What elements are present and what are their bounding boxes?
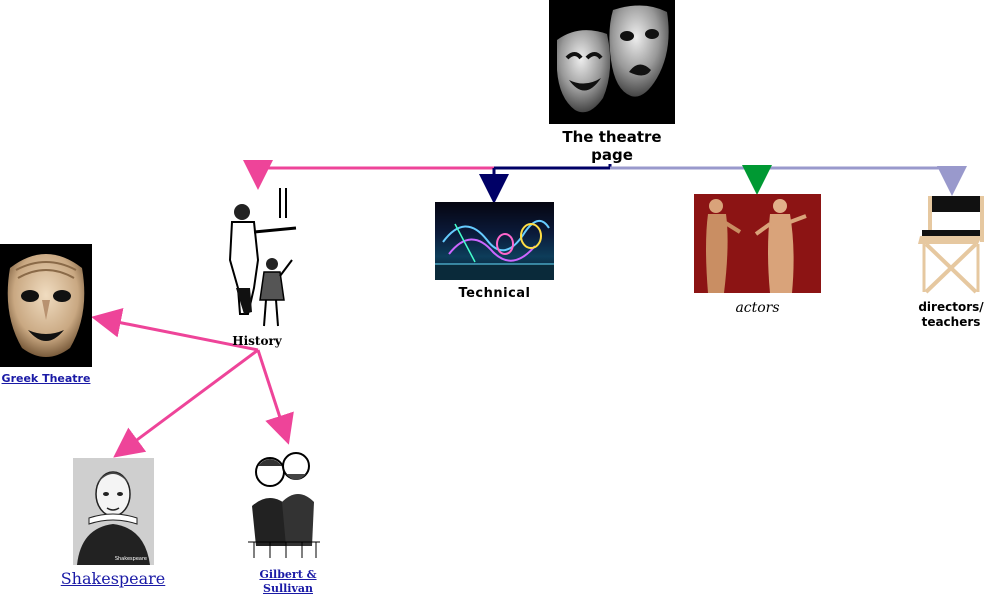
shakespeare-link[interactable]: Shakespeare xyxy=(60,569,166,588)
shakespeare-portrait-icon[interactable]: Shakespeare xyxy=(73,458,154,565)
medieval-performers-icon[interactable] xyxy=(214,188,300,330)
history-node[interactable]: History xyxy=(212,188,302,353)
actor-statues-icon[interactable] xyxy=(694,194,821,293)
stage-lights-icon[interactable] xyxy=(435,202,554,280)
gilbert-sullivan-link-line1[interactable]: Gilbert & xyxy=(259,568,317,581)
directors-node[interactable]: directors/ teachers xyxy=(912,196,992,336)
root-title-line1: The theatre xyxy=(562,128,662,146)
gilbert-sullivan-link-line2[interactable]: Sullivan xyxy=(263,582,313,595)
greek-theatre-link[interactable]: Greek Theatre xyxy=(1,372,91,385)
shakespeare-portrait-caption: Shakespeare xyxy=(115,556,147,562)
line-to-greek-theatre xyxy=(91,307,259,352)
technical-node[interactable]: Technical xyxy=(435,202,555,302)
actors-label: actors xyxy=(735,300,780,316)
director-chair-icon[interactable] xyxy=(918,196,988,294)
root-title-line2: page xyxy=(591,146,633,164)
line-to-shakespeare xyxy=(113,348,259,458)
shakespeare-node[interactable]: Shakespeare Shakespeare xyxy=(60,458,166,592)
root-node[interactable]: The theatre page xyxy=(549,0,675,166)
greek-mask-icon[interactable] xyxy=(0,244,92,367)
greek-theatre-node[interactable]: Greek Theatre xyxy=(0,244,96,389)
technical-label: Technical xyxy=(458,286,531,301)
actors-node[interactable]: actors xyxy=(694,194,822,324)
comedy-tragedy-masks-icon[interactable] xyxy=(549,0,675,124)
gilbert-sullivan-node[interactable]: Gilbert & Sullivan xyxy=(248,446,328,596)
directors-label-line2: teachers xyxy=(921,315,981,329)
gilbert-sullivan-caricature-icon[interactable] xyxy=(248,446,320,558)
directors-label-line1: directors/ xyxy=(918,300,984,314)
line-to-gilbert-sullivan xyxy=(256,349,294,445)
history-label: History xyxy=(232,334,282,348)
